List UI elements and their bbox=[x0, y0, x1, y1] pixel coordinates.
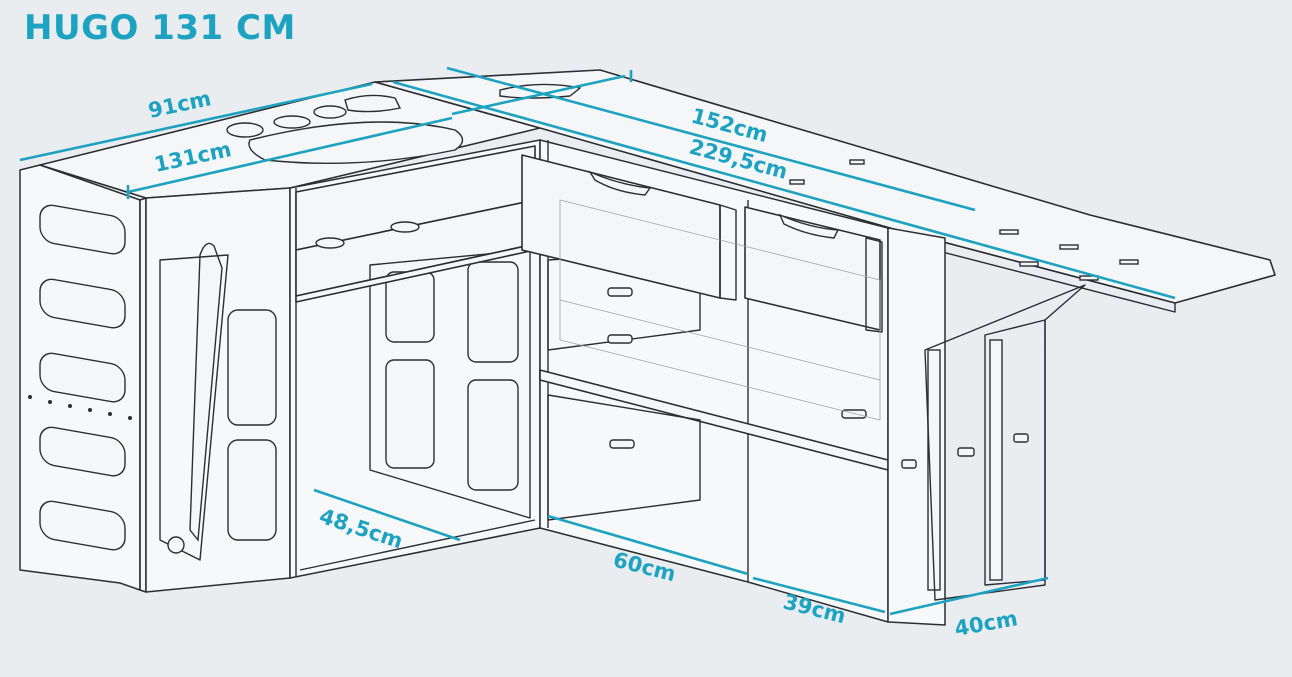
dim-line-485 bbox=[313, 488, 461, 542]
page-title: HUGO 131 CM bbox=[24, 8, 296, 48]
dim-label-91: 91cm bbox=[146, 86, 213, 123]
dim-line-39 bbox=[752, 576, 886, 614]
dim-line-131 bbox=[127, 116, 453, 194]
left-side-panel bbox=[19, 164, 147, 593]
dim-line-2295 bbox=[392, 80, 1176, 300]
dim-line-40 bbox=[889, 576, 1049, 616]
dim-line-60 bbox=[547, 514, 749, 576]
right-cabinet bbox=[374, 69, 1276, 626]
dim-line-152 bbox=[446, 66, 976, 212]
dim-line-91 bbox=[19, 82, 373, 162]
left-cabinet bbox=[39, 81, 541, 593]
dim-label-40: 40cm bbox=[953, 606, 1020, 641]
dimension-lines bbox=[19, 66, 1176, 616]
